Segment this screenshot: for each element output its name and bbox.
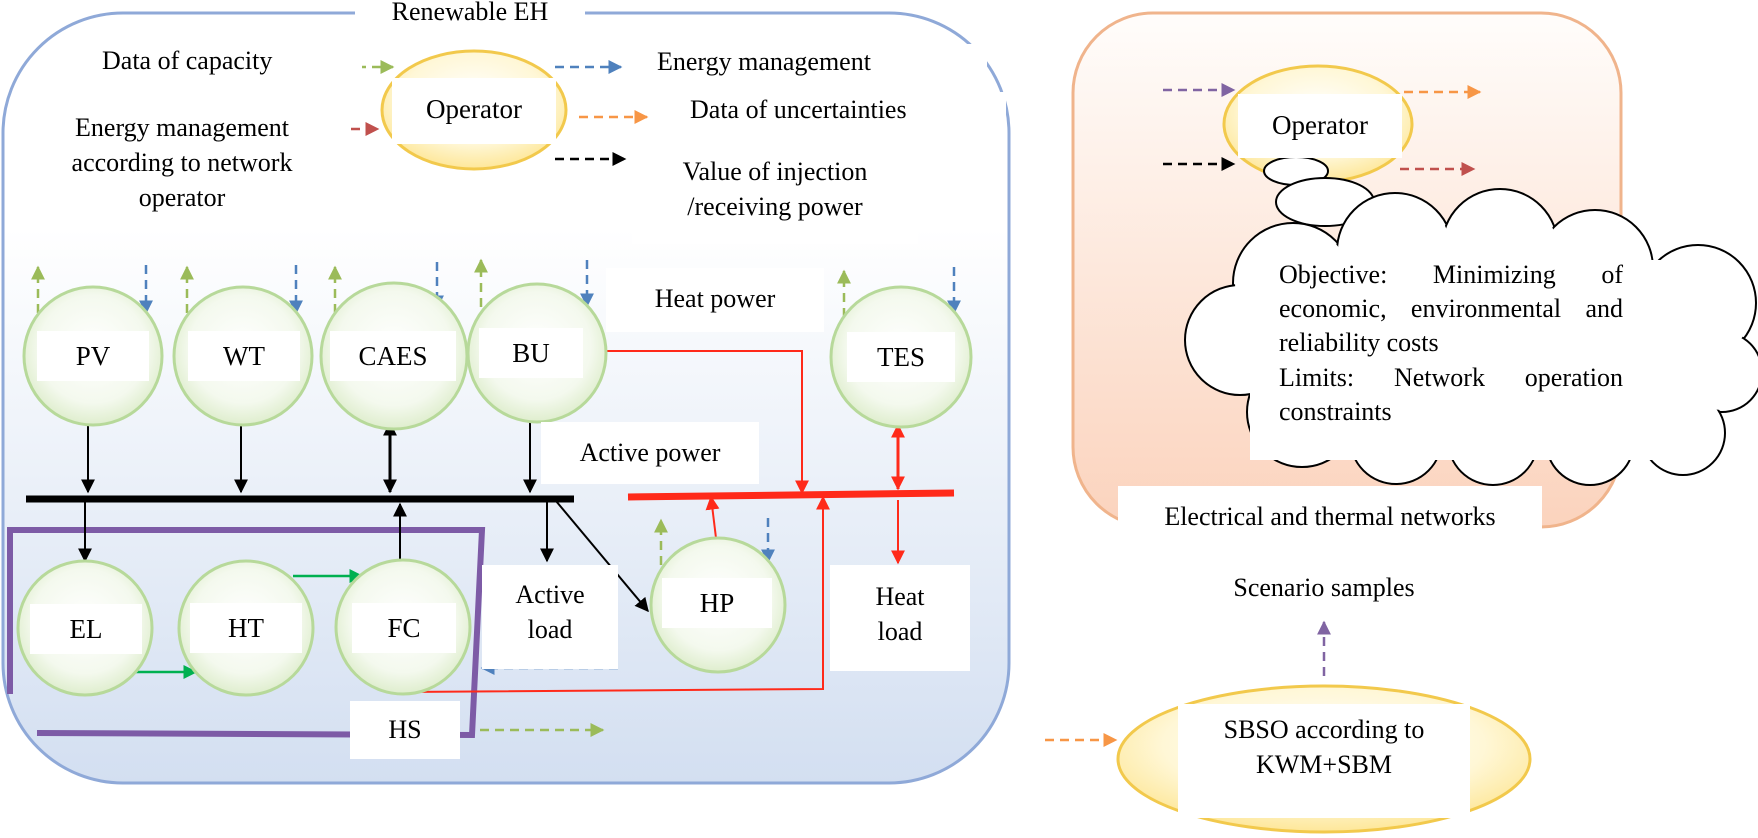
objective-cloud-fill [1187,191,1758,483]
electrical-thermal-networks-label: Electrical and thermal networks [1118,486,1542,542]
energy-management-label: Energy management [639,44,987,79]
hp-label: HP [662,578,772,628]
hs-frame [7,527,486,739]
el-label: EL [30,604,142,654]
active-load-label: Active load [482,565,618,669]
heat-load-label: Heat load [830,565,970,671]
sbso-label: SBSO according to KWM+SBM [1178,704,1470,818]
value-of-injection-label: Value of injection /receiving power [632,154,918,244]
objective-text: Objective: Minimizing of economic, envir… [1279,260,1623,357]
caes-label: CAES [330,331,456,381]
fc-label: FC [352,603,456,653]
fc-heat-line [402,495,830,693]
tes-label: TES [847,332,955,382]
heat-bus [627,489,955,501]
panel-title-renewable-eh: Renewable EH [357,0,583,29]
heat-power-label: Heat power [606,268,824,332]
bus-to-hp-arrow [555,500,649,613]
pv-label: PV [37,331,149,381]
bu-label: BU [479,328,583,378]
bu-heat-line [606,350,809,495]
data-of-uncertainties-label: Data of uncertainties [666,92,1006,154]
ht-label: HT [190,603,302,653]
limits-text: Limits: Network operation constraints [1279,363,1623,426]
energy-management-network-label: Energy management according to network o… [14,110,350,228]
wt-label: WT [188,331,300,381]
hp-to-heat-bus-arrow [705,495,720,539]
scenario-samples-label: Scenario samples [1184,570,1464,605]
data-of-capacity-label: Data of capacity [66,43,362,78]
hs-label: HS [350,701,460,759]
operator-label-left: Operator [392,78,556,144]
operator-label-right: Operator [1238,94,1402,158]
active-power-label: Active power [541,422,759,484]
